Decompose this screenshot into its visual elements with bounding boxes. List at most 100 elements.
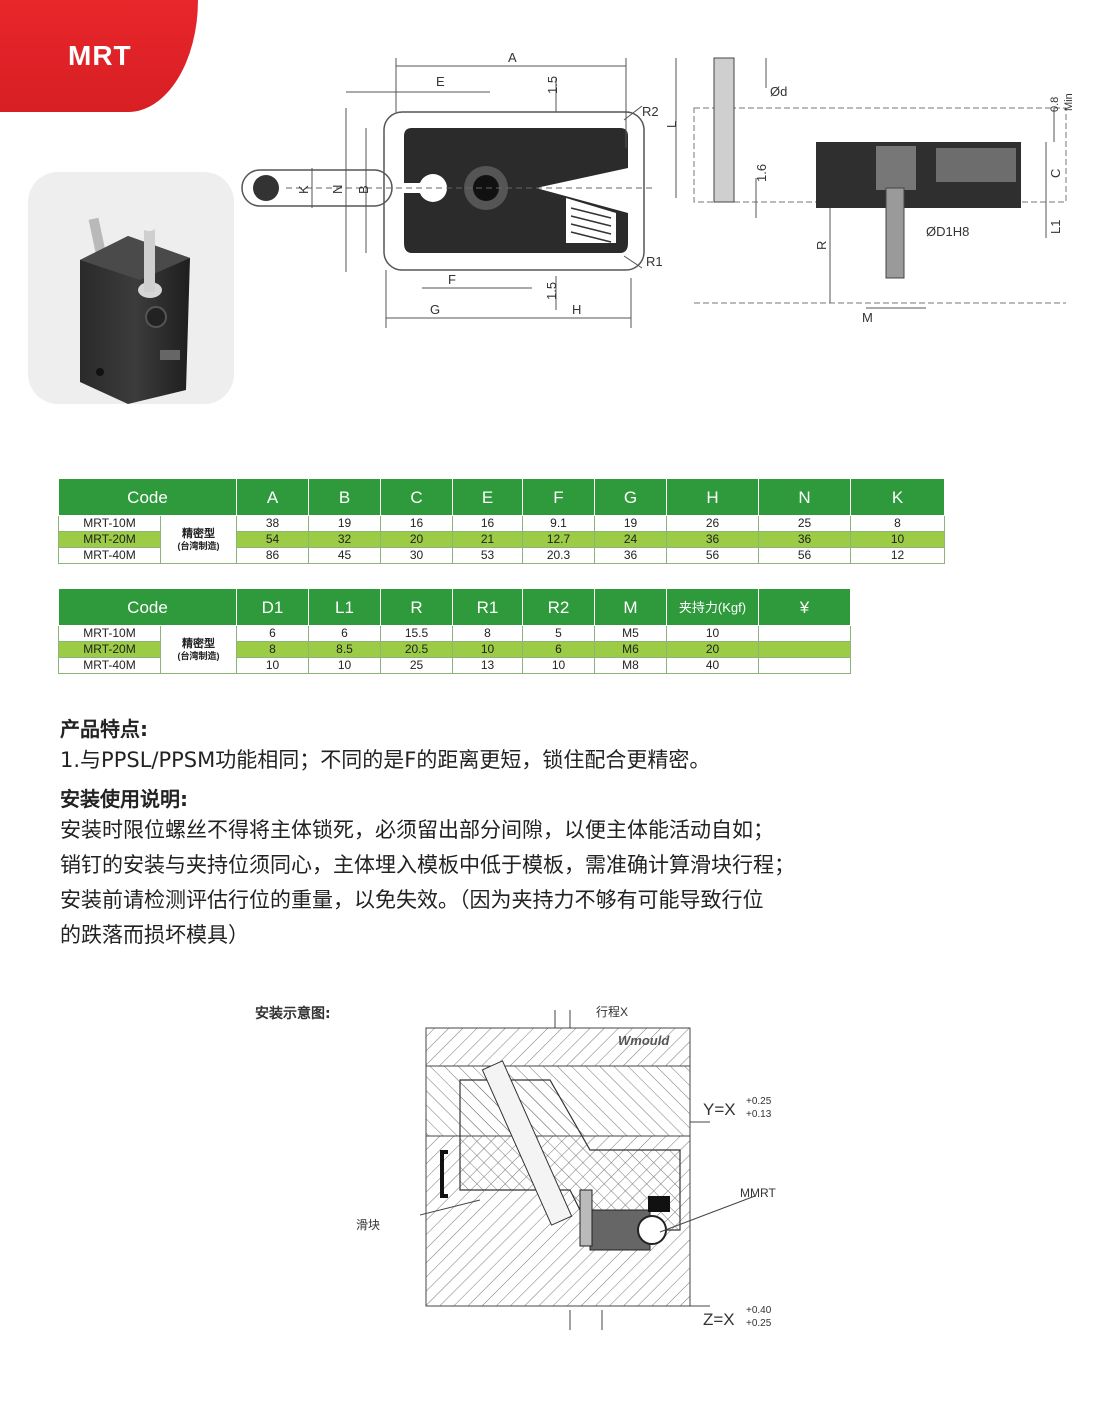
cell: 6 bbox=[308, 625, 381, 642]
model-tag: MRT bbox=[0, 0, 198, 112]
dim-label: ØD1H8 bbox=[926, 224, 969, 239]
cell: 10 bbox=[850, 531, 945, 548]
col-header: F bbox=[522, 478, 595, 516]
cell: 20.3 bbox=[522, 547, 595, 564]
dim-label: F bbox=[448, 272, 456, 287]
y-tol-upper: +0.25 bbox=[746, 1096, 772, 1107]
feature-1: 1.与PPSL/PPSM功能相同；不同的是F的距离更短，锁住配合更精密。 bbox=[60, 748, 711, 772]
cell: 32 bbox=[308, 531, 381, 548]
cell: 10 bbox=[236, 657, 309, 674]
cell: 12 bbox=[850, 547, 945, 564]
col-header: R2 bbox=[522, 588, 595, 626]
cell: 45 bbox=[308, 547, 381, 564]
dim-label: 1.5 bbox=[545, 76, 560, 94]
cell: 25 bbox=[380, 657, 453, 674]
dim-label: 0.8 bbox=[1049, 97, 1061, 112]
col-header: R bbox=[380, 588, 453, 626]
precision-sub: (台湾制造) bbox=[177, 650, 220, 661]
dim-label: K bbox=[296, 185, 311, 194]
cell bbox=[758, 641, 851, 658]
y-tol-lower: +0.13 bbox=[746, 1109, 772, 1120]
cell: 86 bbox=[236, 547, 309, 564]
col-header: Code bbox=[58, 478, 237, 516]
precision-type-label: 精密型(台湾制造) bbox=[160, 515, 237, 564]
stroke-label: 行程X bbox=[596, 1005, 629, 1019]
cell-code: MRT-40M bbox=[58, 657, 161, 674]
dim-label: Ød bbox=[770, 84, 787, 99]
cell: 19 bbox=[308, 515, 381, 532]
col-header: G bbox=[594, 478, 667, 516]
install-line-2: 销钉的安装与夹持位须同心，主体埋入模板中低于模板，需准确计算滑块行程； bbox=[60, 853, 795, 877]
z-formula: Z=X bbox=[703, 1310, 735, 1329]
cell: 20 bbox=[666, 641, 759, 658]
col-header: D1 bbox=[236, 588, 309, 626]
cell: 6 bbox=[236, 625, 309, 642]
cell-code: MRT-40M bbox=[58, 547, 161, 564]
col-header: 夹持力(Kgf) bbox=[666, 588, 759, 626]
cell: 21 bbox=[452, 531, 523, 548]
cell: 54 bbox=[236, 531, 309, 548]
model-tag-label: MRT bbox=[68, 40, 132, 71]
dim-label: E bbox=[436, 74, 445, 89]
install-line-3: 安装前请检测评估行位的重量，以免失效。（因为夹持力不够有可能导致行位 bbox=[60, 888, 764, 912]
cell: 40 bbox=[666, 657, 759, 674]
install-line-1: 安装时限位螺丝不得将主体锁死，必须留出部分间隙，以便主体能活动自如； bbox=[60, 818, 774, 842]
cell: 20.5 bbox=[380, 641, 453, 658]
cell: 15.5 bbox=[380, 625, 453, 642]
col-header: A bbox=[236, 478, 309, 516]
dim-label: Min bbox=[1063, 93, 1075, 111]
dim-label: C bbox=[1048, 169, 1063, 178]
features-title: 产品特点: bbox=[60, 717, 148, 741]
z-tol-lower: +0.25 bbox=[746, 1318, 772, 1329]
spec-table-mounting: Code D1 L1 R R1 R2 M 夹持力(Kgf) ¥ MRT-10M … bbox=[58, 588, 851, 674]
cell: 25 bbox=[758, 515, 851, 532]
z-tol-upper: +0.40 bbox=[746, 1305, 772, 1316]
cell: 10 bbox=[452, 641, 523, 658]
cell bbox=[758, 657, 851, 674]
dim-label: 1.5 bbox=[544, 282, 559, 300]
cell: 19 bbox=[594, 515, 667, 532]
col-header: M bbox=[594, 588, 667, 626]
cell: 13 bbox=[452, 657, 523, 674]
cell: M5 bbox=[594, 625, 667, 642]
col-header: Code bbox=[58, 588, 237, 626]
dim-label: N bbox=[330, 185, 345, 194]
dim-label: R2 bbox=[642, 104, 659, 119]
cell: 16 bbox=[380, 515, 453, 532]
col-header: H bbox=[666, 478, 759, 516]
install-diagram bbox=[399, 1000, 800, 1344]
technical-drawing: A E 1.5 R2 L Ød 0.8 Min K N B 1.6 C ØD1H… bbox=[236, 48, 1076, 342]
precision-sub: (台湾制造) bbox=[177, 540, 220, 551]
dim-label: B bbox=[356, 185, 371, 194]
cell: 36 bbox=[594, 547, 667, 564]
col-header: E bbox=[452, 478, 523, 516]
cell: 30 bbox=[380, 547, 453, 564]
cell: 8.5 bbox=[308, 641, 381, 658]
cell-code: MRT-20M bbox=[58, 641, 161, 658]
dim-label: R bbox=[814, 241, 829, 250]
col-header: B bbox=[308, 478, 381, 516]
cell: 10 bbox=[308, 657, 381, 674]
brand-watermark: Wmould bbox=[618, 1033, 670, 1048]
cell: 53 bbox=[452, 547, 523, 564]
precision-label: 精密型 bbox=[182, 527, 215, 540]
dim-label: H bbox=[572, 302, 581, 317]
col-header: R1 bbox=[452, 588, 523, 626]
install-line-4: 的跌落而损坏模具） bbox=[60, 923, 249, 947]
cell: 20 bbox=[380, 531, 453, 548]
col-header: N bbox=[758, 478, 851, 516]
cell: 16 bbox=[452, 515, 523, 532]
cell: 24 bbox=[594, 531, 667, 548]
dim-label: R1 bbox=[646, 254, 663, 269]
install-diagram-title: 安装示意图: bbox=[255, 1006, 331, 1022]
cell-code: MRT-10M bbox=[58, 515, 161, 532]
precision-type-label: 精密型(台湾制造) bbox=[160, 625, 237, 674]
spec-table-dimensions: Code A B C E F G H N K MRT-10M 精密型(台湾制造)… bbox=[58, 478, 945, 564]
cell: 56 bbox=[666, 547, 759, 564]
cell: 26 bbox=[666, 515, 759, 532]
dim-label: A bbox=[508, 50, 517, 65]
cell-code: MRT-10M bbox=[58, 625, 161, 642]
